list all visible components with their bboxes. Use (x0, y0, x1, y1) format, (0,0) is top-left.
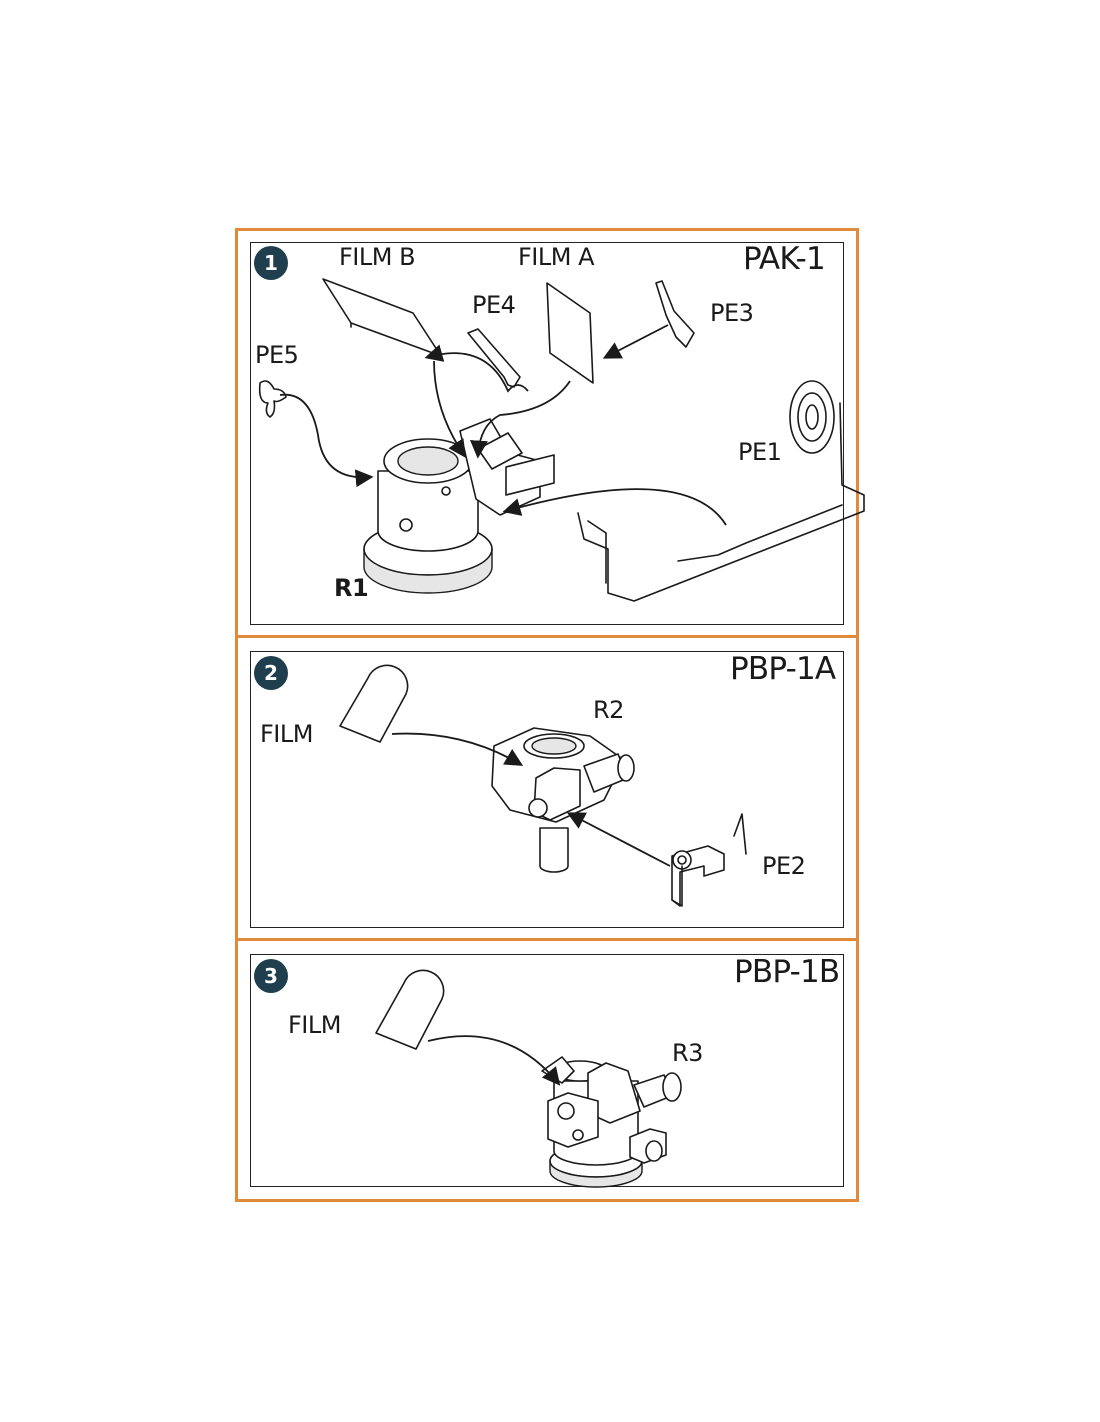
step-number-badge: 1 (254, 246, 288, 280)
pe4-part (467, 328, 521, 388)
pe1-target (789, 380, 835, 454)
pe3-label: PE3 (710, 299, 754, 327)
step-2-inner-frame (250, 651, 844, 928)
pe2-label: PE2 (762, 852, 806, 880)
step-number-badge: 3 (254, 959, 288, 993)
film-a-label: FILM A (518, 243, 595, 271)
r2-label: R2 (593, 696, 624, 724)
film-b-part (322, 278, 442, 357)
pe5-part (258, 380, 287, 418)
step-2-illustration (339, 664, 747, 907)
pe1-label: PE1 (738, 438, 782, 466)
film-part (375, 969, 445, 1050)
r3-label: R3 (672, 1039, 703, 1067)
film-part (339, 664, 409, 743)
pe3-part (655, 280, 695, 348)
step-3-panel: 3 PBP-1B FILM R3 (235, 938, 859, 1202)
film-a-part (546, 282, 594, 384)
step-title: PAK-1 (743, 241, 826, 277)
step-title: PBP-1B (734, 954, 840, 990)
step-title: PBP-1A (730, 651, 836, 687)
pe4-label: PE4 (472, 291, 516, 319)
step-1-panel: 1 FILM B FILM A PAK-1 PE4 PE3 PE5 PE1 R1 (235, 228, 865, 638)
film-label: FILM (260, 720, 313, 748)
step-1-inner-frame (250, 242, 844, 625)
film-label: FILM (288, 1011, 341, 1039)
step-1-illustration (258, 278, 865, 602)
step-number-badge: 2 (254, 656, 288, 690)
pe5-label: PE5 (255, 341, 299, 369)
film-b-label: FILM B (339, 243, 416, 271)
step-3-inner-frame (250, 954, 844, 1187)
step-2-panel: 2 PBP-1A FILM R2 PE2 (235, 635, 859, 941)
r1-label: R1 (334, 574, 369, 602)
step-3-illustration (375, 969, 682, 1188)
pe1-part (577, 402, 865, 602)
